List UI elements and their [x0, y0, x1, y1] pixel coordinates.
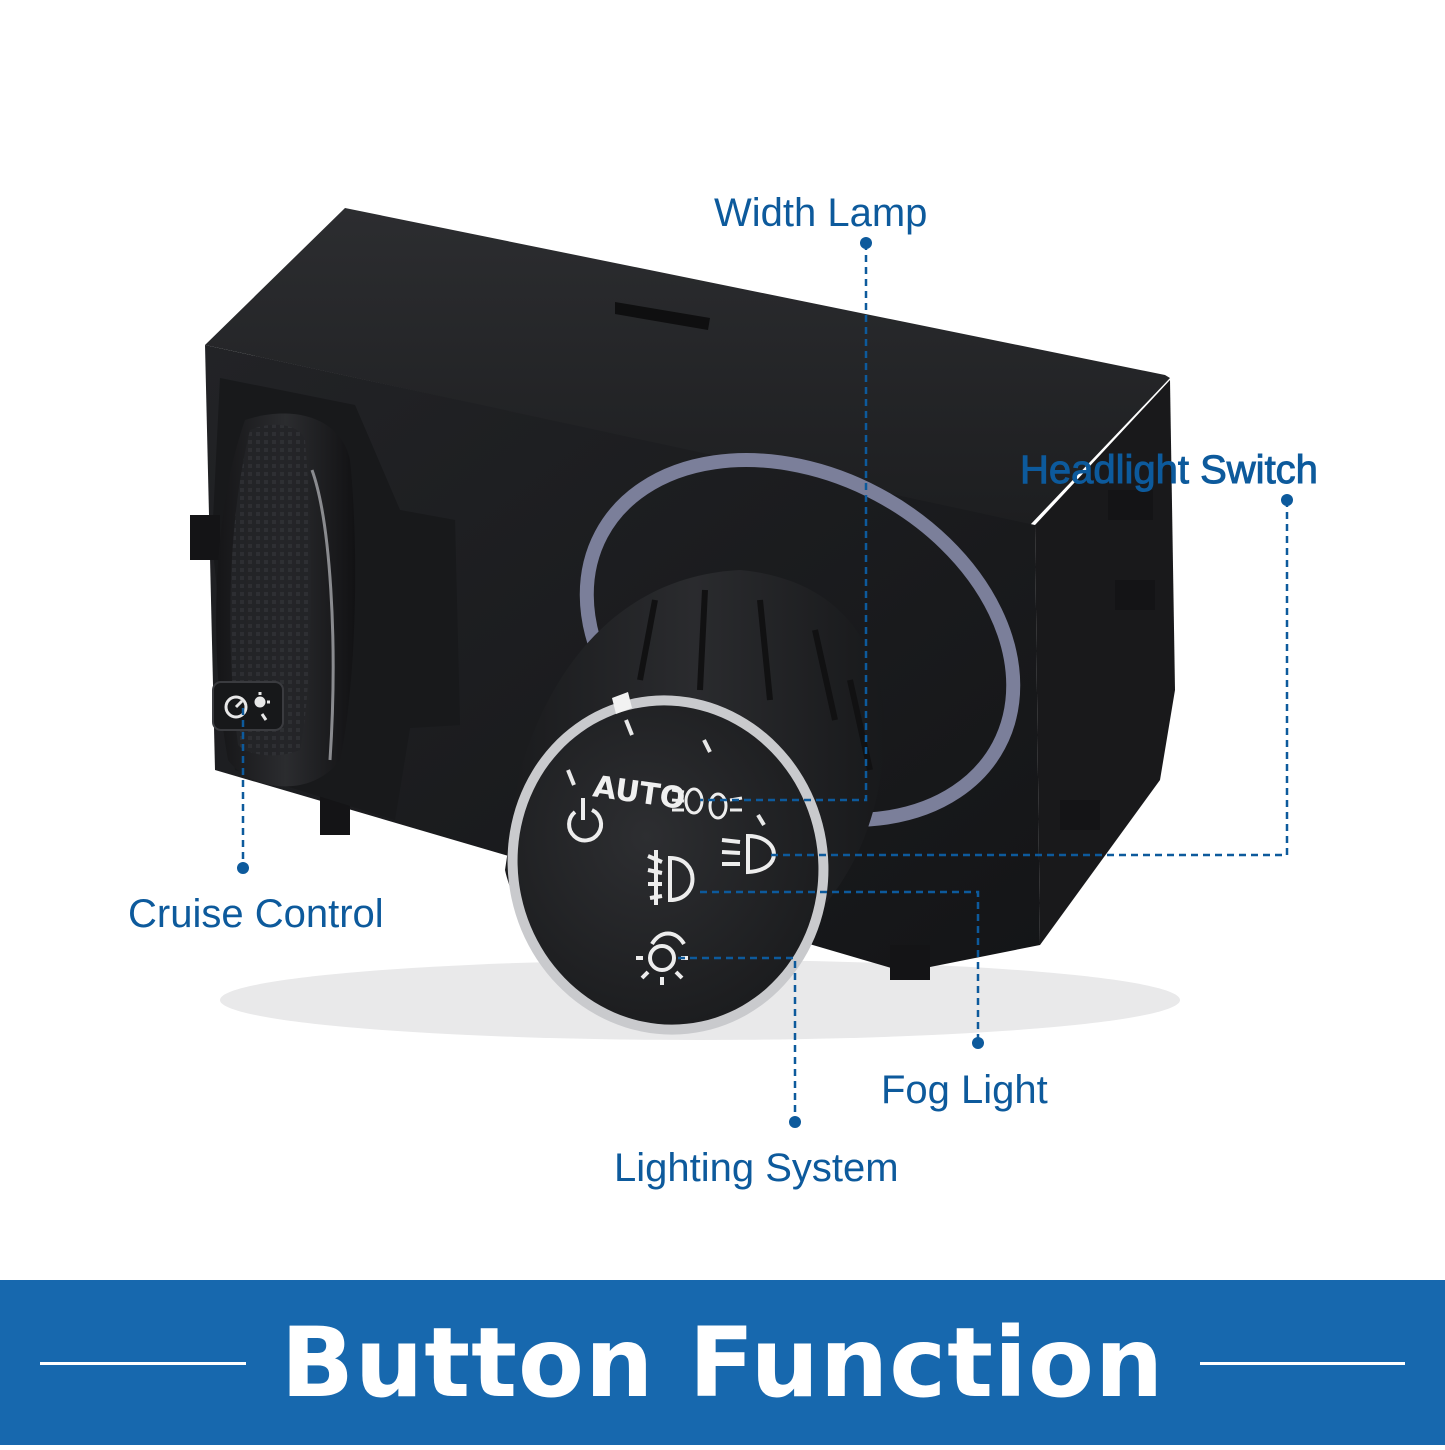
bottom-clip	[890, 945, 930, 980]
callout-width-lamp: Width Lamp	[714, 191, 928, 235]
tick-mark	[624, 719, 634, 736]
banner-rule-right	[1200, 1362, 1405, 1365]
top-slot	[615, 302, 710, 330]
wheel-edge-highlight	[310, 469, 335, 761]
title-banner: Button Function	[0, 1280, 1445, 1445]
position-indicator	[612, 692, 632, 714]
callout-lighting-system: Lighting System	[614, 1146, 899, 1190]
interior-light-icon	[636, 931, 688, 985]
leader-lines	[241, 243, 1289, 1122]
banner-title: Button Function	[280, 1306, 1165, 1419]
side-clip	[1108, 490, 1153, 520]
cruise-icon	[224, 692, 270, 721]
leader-width-lamp	[700, 243, 868, 802]
leader-lighting-system	[678, 956, 797, 1122]
tick-mark	[756, 813, 766, 827]
power-icon	[567, 798, 604, 843]
leader-dots	[237, 237, 1293, 1128]
side-clip	[1060, 800, 1100, 830]
fog-light-icon	[647, 850, 695, 905]
tick-mark	[702, 739, 712, 753]
banner-rule-left	[40, 1362, 246, 1365]
leader-fog-light	[700, 890, 980, 1043]
callout-headlight-switch: Headlight Switch	[1020, 448, 1319, 492]
side-clip	[1115, 580, 1155, 610]
callout-cruise-control: Cruise Control	[128, 892, 384, 936]
housing-top	[205, 208, 1170, 525]
callout-fog-light: Fog Light	[881, 1068, 1048, 1112]
leader-headlight-switch	[770, 500, 1289, 857]
tick-mark	[566, 769, 576, 786]
knob-ribs	[637, 589, 873, 771]
cruise-button[interactable]	[212, 681, 284, 731]
side-clip	[190, 515, 220, 560]
wheel-knurl	[230, 424, 312, 756]
